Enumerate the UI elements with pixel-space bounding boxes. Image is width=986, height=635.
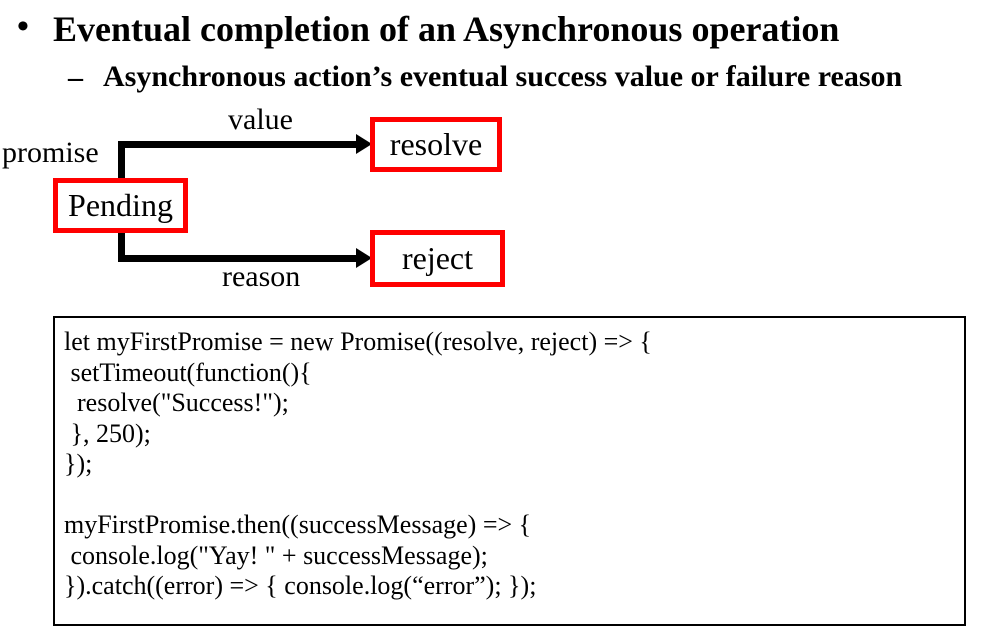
resolve-state-label: resolve: [389, 126, 483, 162]
resolve-state-box: resolve: [370, 117, 502, 172]
slide-title: Eventual completion of an Asynchronous o…: [53, 9, 840, 49]
reject-state-box: reject: [370, 230, 505, 287]
code-example-box: let myFirstPromise = new Promise((resolv…: [53, 316, 966, 626]
bullet-icon: •: [17, 8, 29, 45]
reason-edge-label: reason: [222, 260, 301, 293]
resolve-arrowhead-icon: [356, 134, 372, 154]
dash-icon: –: [68, 61, 83, 94]
resolve-connector-horizontal: [118, 141, 356, 148]
value-edge-label: value: [228, 103, 293, 136]
pending-state-label: Pending: [68, 187, 173, 223]
promise-label: promise: [2, 136, 99, 169]
reject-connector-horizontal: [118, 255, 356, 262]
resolve-connector-vertical: [118, 141, 125, 178]
slide-subtitle: Asynchronous action’s eventual success v…: [103, 60, 903, 93]
reject-connector-vertical: [118, 232, 125, 262]
pending-state-box: Pending: [53, 178, 188, 233]
reject-state-label: reject: [401, 240, 474, 276]
code-example-text: let myFirstPromise = new Promise((resolv…: [64, 327, 652, 600]
reject-arrowhead-icon: [356, 248, 372, 268]
